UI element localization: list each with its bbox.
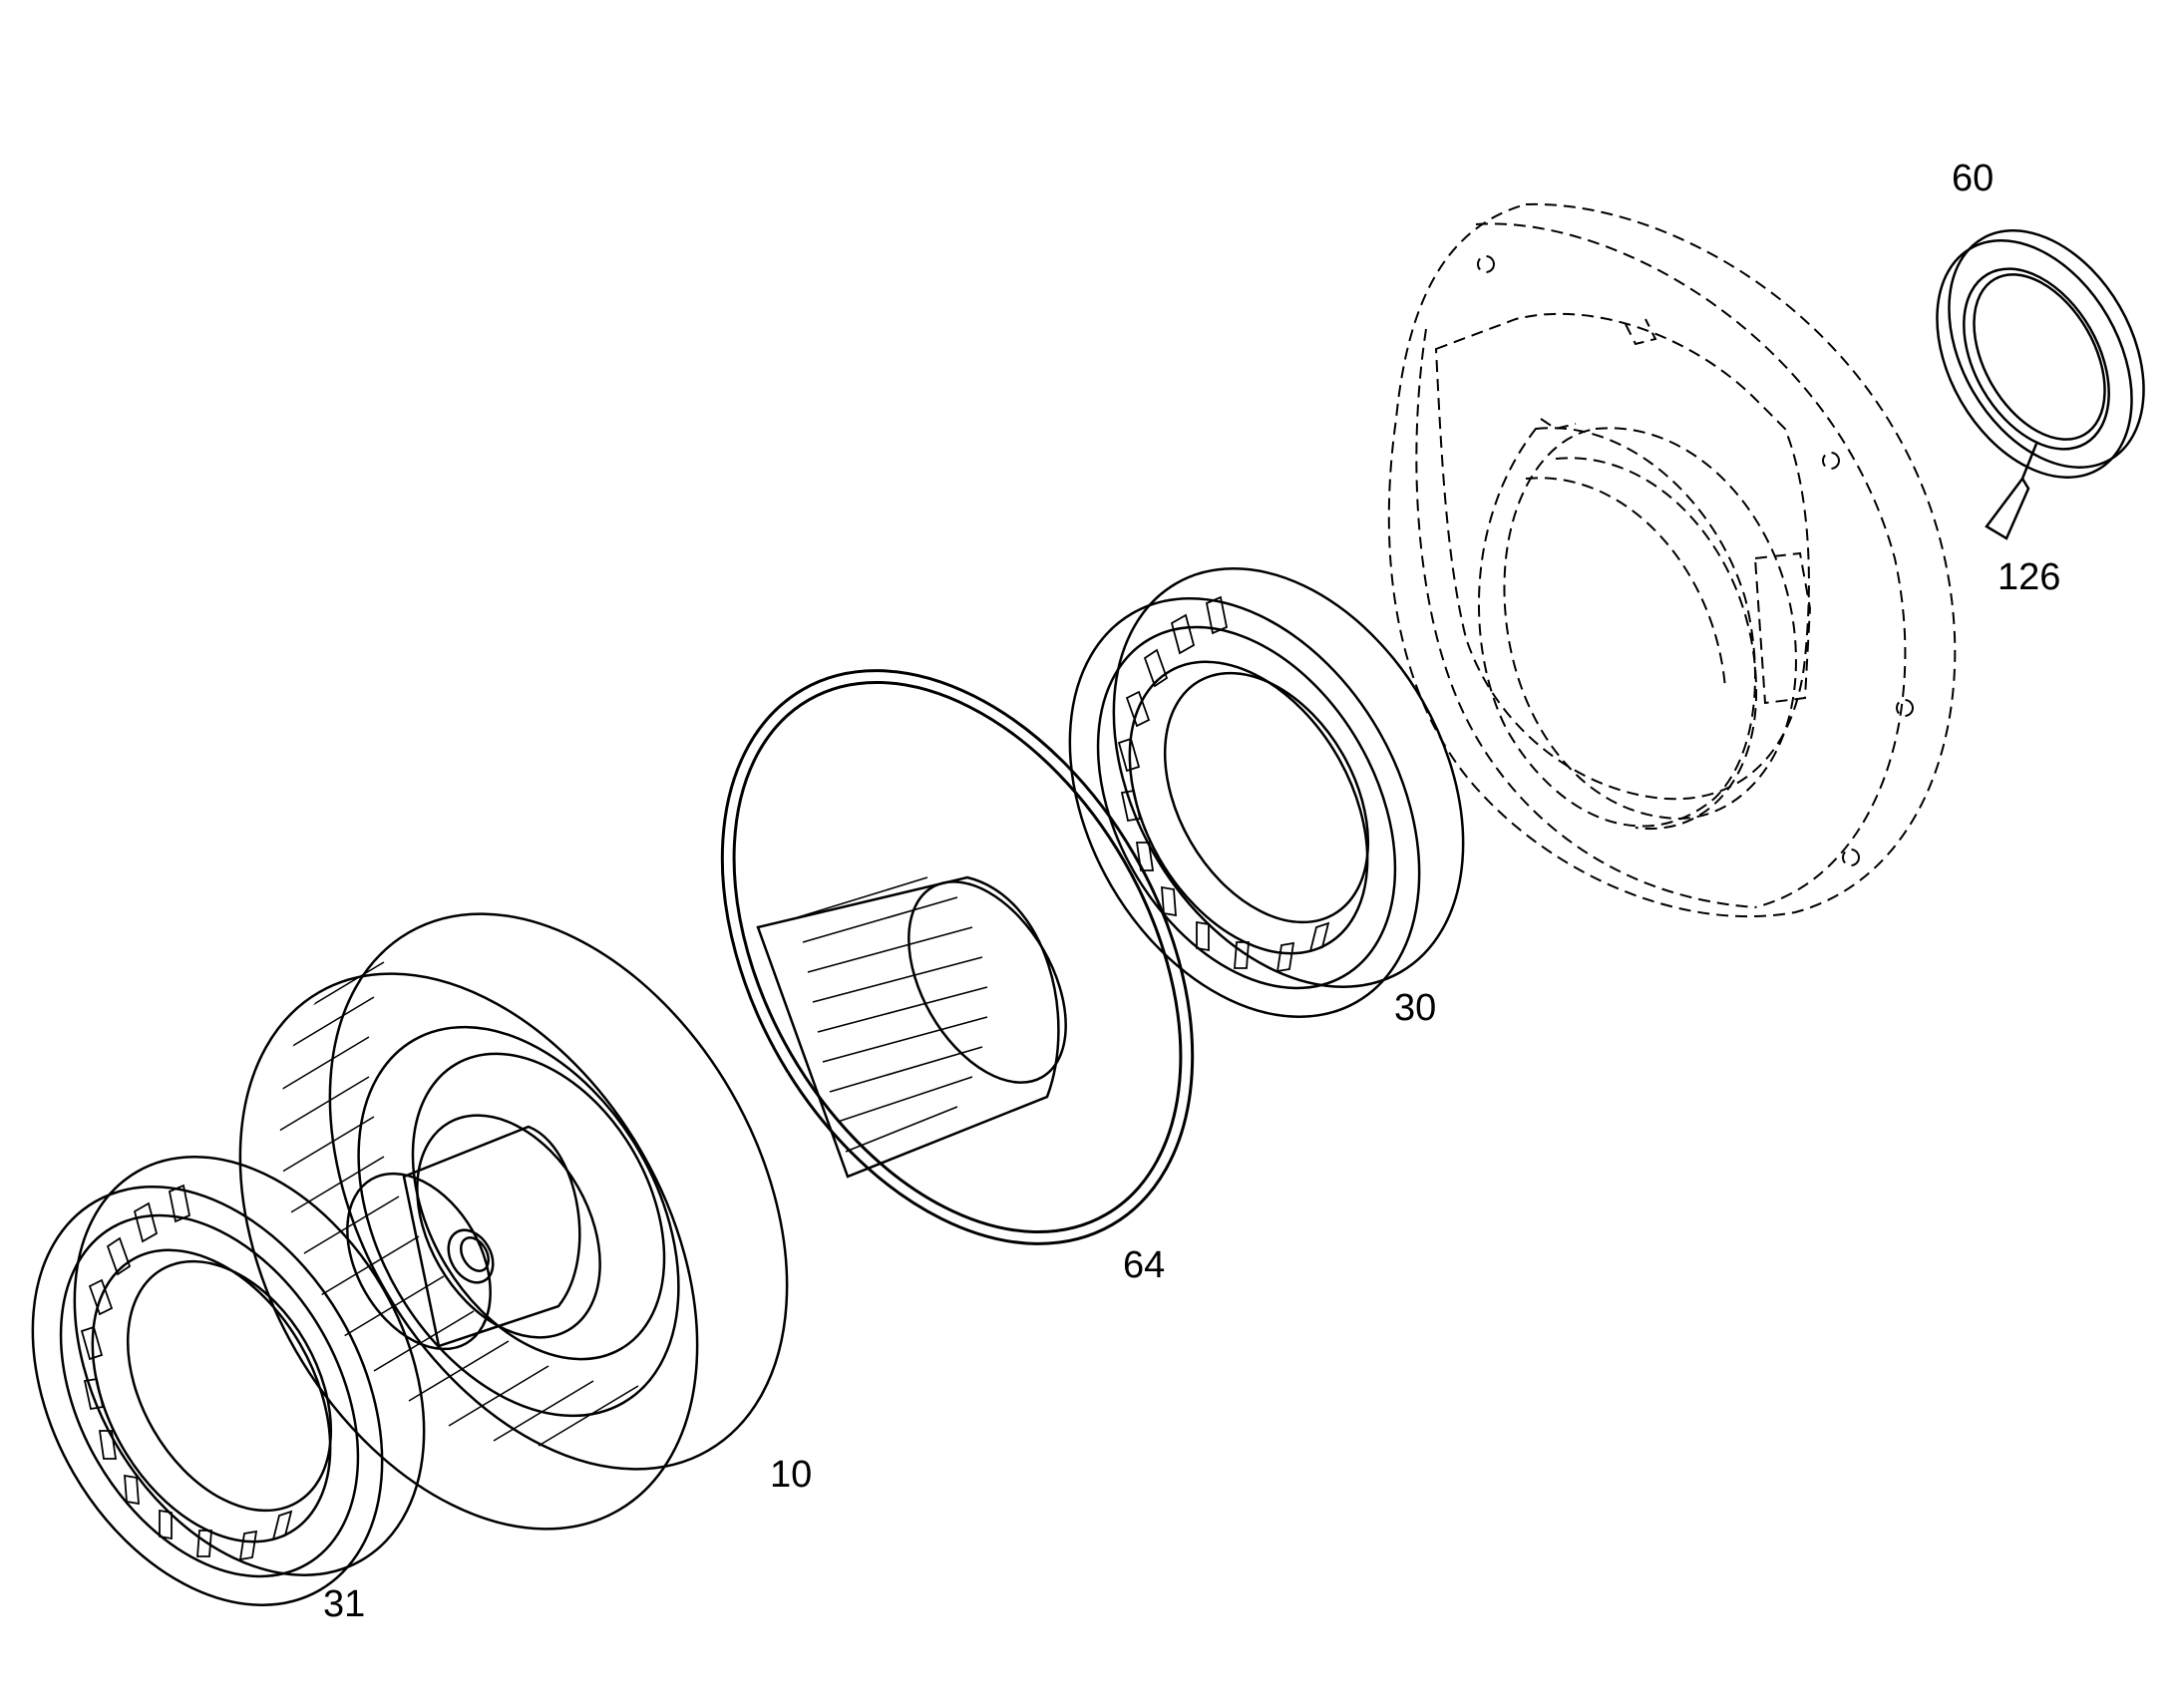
gear-center-hole (447, 1228, 495, 1284)
bearing-30-cage (1096, 625, 1397, 990)
gear-center-hole-inner (460, 1236, 490, 1272)
gear-hub-boss (402, 1125, 581, 1348)
housing-bore (1477, 427, 1756, 828)
housing-notch-right (1753, 551, 1812, 705)
seal-60 (1936, 229, 2145, 479)
gear-back-face (328, 912, 789, 1471)
o-ring-64 (720, 669, 1195, 1245)
callout-10: 10 (770, 1454, 813, 1496)
arrow-126-shaft (2020, 443, 2038, 480)
callout-64: 64 (1123, 1244, 1166, 1286)
housing-notch-inner (1540, 418, 1577, 431)
bearing-31 (31, 1156, 426, 1606)
housing-notch-top (1625, 318, 1657, 346)
gear-10 (238, 875, 1067, 1531)
housing-bolt-hole (1822, 452, 1840, 470)
bearing-31-inner-race (91, 1248, 332, 1543)
seal-inner (1963, 267, 2110, 451)
housing-inner-ring-2 (1555, 457, 1758, 831)
gear-front-face (238, 972, 699, 1531)
seal-outer (1936, 239, 2133, 479)
bearing-30-bore (1163, 671, 1370, 924)
bearing-31-bore (126, 1259, 333, 1513)
bearing-30-rollers (1117, 595, 1330, 973)
o-ring-outer (720, 669, 1195, 1245)
gear-hub-ring-1 (357, 1025, 680, 1418)
gear-hub-end (346, 1172, 492, 1351)
bearing-31-cage (59, 1213, 360, 1578)
callout-31: 31 (323, 1583, 366, 1625)
housing-bolt-hole (1896, 699, 1914, 717)
arrow-126-head (1985, 476, 2030, 540)
bearing-30 (1068, 567, 1465, 1018)
spline-teeth (797, 876, 988, 1153)
spline-shaft-body (756, 875, 1060, 1179)
housing-bolt-hole (1842, 849, 1860, 866)
callout-30: 30 (1394, 987, 1437, 1029)
bearing-31-outer (31, 1186, 384, 1606)
bearing-30-back (1112, 567, 1465, 988)
housing-inner-ring-1 (1503, 427, 1797, 820)
seal-lip (1973, 273, 2106, 441)
gear-hub-ring-3 (416, 1114, 601, 1339)
housing-outer-edge (1387, 202, 1957, 918)
housing-outer-edge-back (1475, 222, 1907, 908)
housing-outer-edge-front (1415, 328, 1756, 908)
housing-bolt-hole (1477, 255, 1495, 273)
bearing-31-rollers (80, 1184, 293, 1561)
o-ring-inner (732, 680, 1183, 1234)
housing-recess (1434, 312, 1810, 801)
housing-cover (1387, 202, 1957, 918)
gear-teeth (268, 896, 639, 1447)
bearing-30-outer (1068, 597, 1421, 1018)
bearing-31-back (73, 1156, 426, 1576)
housing-inner-ring-3 (1525, 477, 1726, 689)
seal-outer-back (1948, 229, 2145, 469)
bearing-30-inner-race (1128, 660, 1369, 955)
callout-60: 60 (1952, 158, 1995, 199)
gear-hub-ring-2 (411, 1052, 666, 1361)
arrow-126 (1985, 443, 2038, 540)
callout-126: 126 (1998, 556, 2061, 598)
spline-shaft-end (908, 880, 1067, 1084)
